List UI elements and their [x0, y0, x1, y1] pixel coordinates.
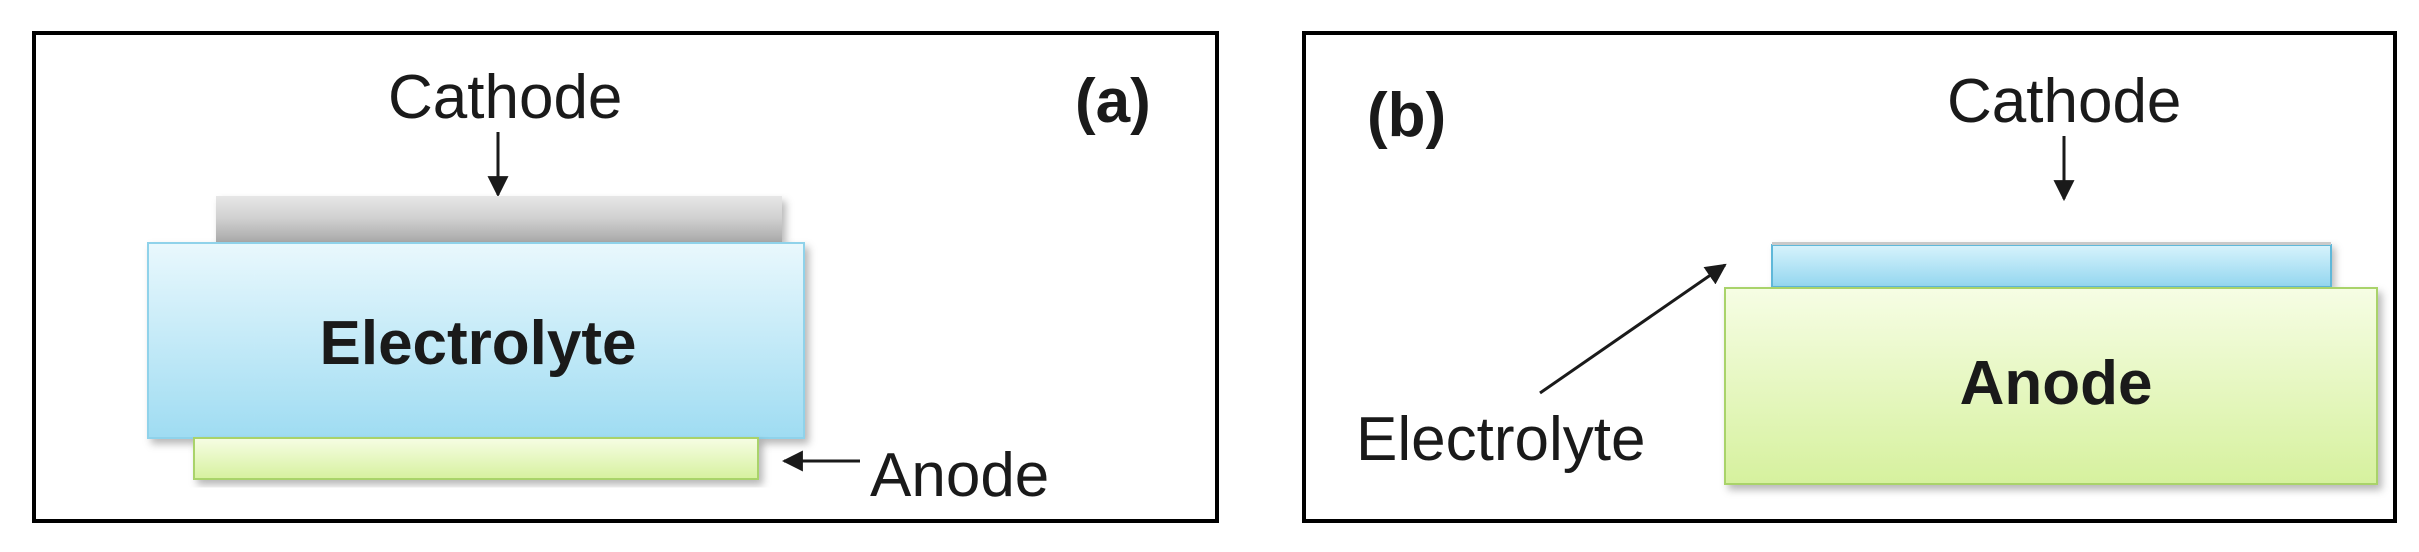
panel-a-cathode-layer — [216, 196, 782, 242]
panel-b-anode-label: Anode — [1960, 349, 2153, 418]
panel-b-cathode-label: Cathode — [1947, 67, 2181, 136]
panel-b-tag: (b) — [1367, 81, 1446, 150]
panel-a-cathode-label: Cathode — [388, 63, 622, 132]
panel-b-electrolyte-arrow — [1539, 263, 1727, 395]
panel-a-anode-label: Anode — [870, 441, 1049, 510]
panel-b-cathode-layer-top — [1772, 242, 2331, 245]
panel-b: (b) Cathode Anode Electrolyte — [1302, 31, 2397, 523]
panel-b-anode-layer — [1724, 287, 2378, 485]
panel-b-electrolyte-layer — [1771, 244, 2332, 288]
panel-b-electrolyte-label: Electrolyte — [1356, 405, 1645, 474]
panel-a-electrolyte-layer — [147, 242, 805, 439]
panel-a: (a) Cathode Electrolyte Anode — [32, 31, 1219, 523]
panel-a-electrolyte-label: Electrolyte — [319, 309, 636, 378]
panel-a-anode-layer — [193, 437, 759, 480]
panel-a-tag: (a) — [1075, 67, 1151, 136]
